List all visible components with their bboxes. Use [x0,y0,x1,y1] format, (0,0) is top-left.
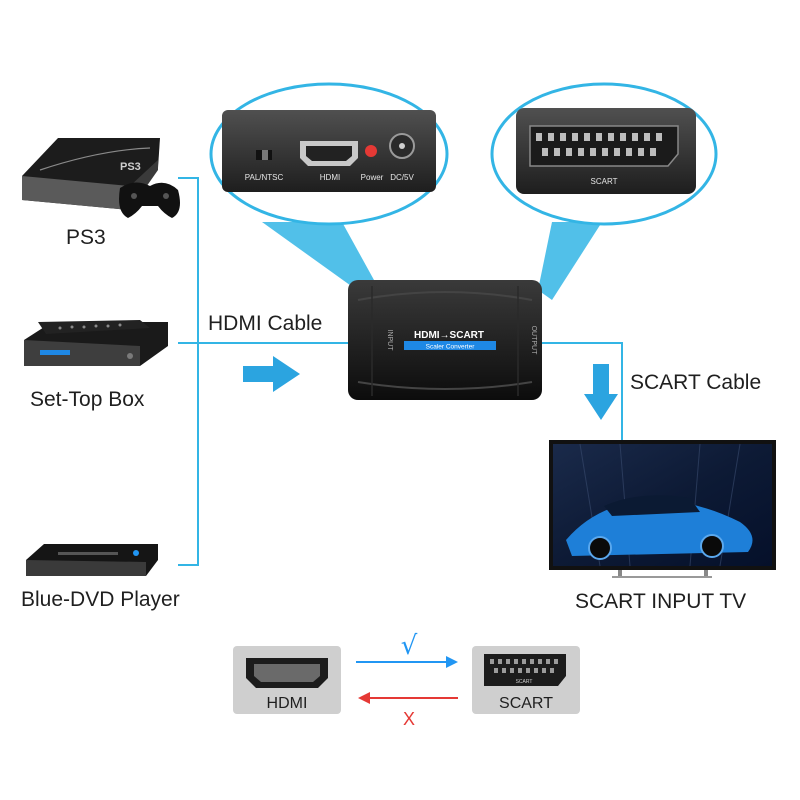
converter-title: HDMI→SCART [414,330,484,341]
remote-control-icon [38,320,150,334]
connection-lines [178,177,623,566]
tv-icon [549,440,776,578]
legend-scart-small-label: SCART [516,679,533,685]
scart-cable-line [542,342,623,440]
scart-port-icon [529,125,679,167]
converter-subtitle: Scaler Converter [426,344,476,351]
supported-direction-arrow [356,656,458,668]
legend-scart-label: SCART [499,695,553,712]
unsupported-direction-arrow [358,692,458,704]
hdmi-port-label: HDMI [320,173,340,182]
flow-arrow-right [243,356,300,392]
hdmi-cable-label: HDMI Cable [208,312,323,335]
gamepad-icon [119,182,180,218]
dc-label: DC/5V [390,173,414,182]
zoom-beam-output [538,222,602,300]
pal-ntsc-label: PAL/NTSC [245,173,284,182]
ps3-logo-text: PS3 [120,161,141,173]
check-icon: √ [401,631,418,661]
blu-ray-player-label: Blue-DVD Player [21,588,180,611]
set-top-box-label: Set-Top Box [30,388,145,411]
blu-ray-player-icon [26,544,158,576]
compatibility-legend: HDMI SCART SCART √ X [233,631,580,729]
output-panel-callout: SCART [490,82,718,226]
cross-icon: X [403,709,415,729]
converter-box: INPUT OUTPUT HDMI→SCART Scaler Converter [348,280,542,400]
converter-output-label: OUTPUT [530,326,537,356]
power-label: Power [361,173,384,182]
legend-scart-icon [484,654,566,686]
power-led-icon [365,145,377,157]
ps3-label: PS3 [66,226,106,249]
tv-label: SCART INPUT TV [575,590,747,613]
source-bus-line [178,177,199,566]
input-panel-callout: PAL/NTSC HDMI Power DC/5V [209,82,449,226]
scart-port-label: SCART [591,177,618,186]
legend-hdmi-label: HDMI [267,695,308,712]
scart-pins [536,133,662,156]
converter-input-label: INPUT [386,330,393,352]
flow-arrow-down [584,364,618,420]
zoom-beam-input [262,222,374,288]
scart-cable-label: SCART Cable [630,371,762,394]
